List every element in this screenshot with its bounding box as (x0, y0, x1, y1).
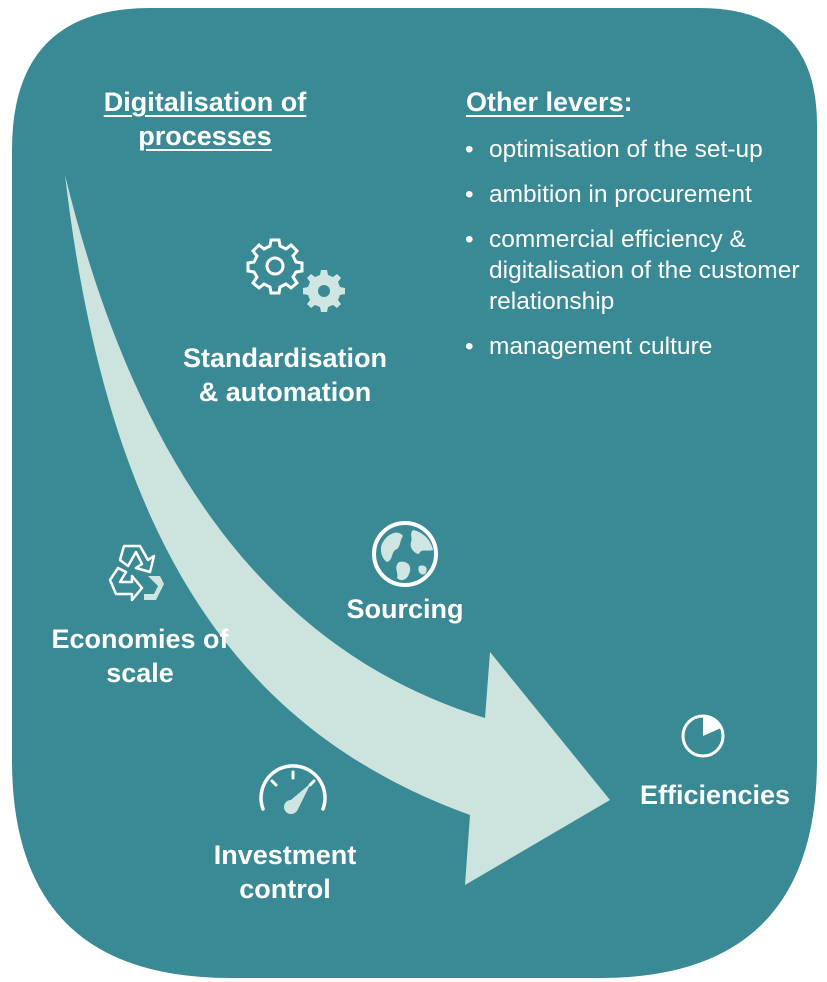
recycle-icon (108, 544, 164, 602)
globe-icon (372, 521, 438, 587)
digitalisation-title-line1: Digitalisation of (103, 87, 307, 117)
investment-label: Investment control (155, 838, 415, 906)
investment-line1: Investment (213, 840, 357, 870)
list-item: commercial efficiency & digitalisation o… (464, 224, 819, 317)
digitalisation-title: Digitalisation of processes (60, 85, 350, 153)
standardisation-line2: & automation (198, 377, 372, 407)
gears-icon (246, 238, 345, 312)
list-item: optimisation of the set-up (464, 134, 824, 165)
efficiencies-label: Efficiencies (639, 780, 791, 810)
flow-arrow (65, 175, 610, 885)
gauge-icon (259, 764, 327, 814)
standardisation-line1: Standardisation (182, 343, 388, 373)
other-levers-colon: : (623, 87, 633, 117)
list-item: management culture (464, 331, 824, 362)
other-levers-list: optimisation of the set-up ambition in p… (464, 134, 824, 376)
pie-chart-icon (681, 714, 725, 758)
economies-line2: scale (106, 658, 174, 688)
sourcing-label: Sourcing (346, 594, 464, 624)
economies-label: Economies of scale (10, 622, 270, 690)
other-levers-title: Other levers (466, 87, 624, 117)
economies-line1: Economies of (51, 624, 229, 654)
standardisation-label: Standardisation & automation (140, 341, 430, 409)
other-levers-heading: Other levers: (466, 85, 633, 119)
digitalisation-title-line2: processes (138, 121, 272, 151)
list-item: ambition in procurement (464, 179, 824, 210)
investment-line2: control (239, 874, 331, 904)
